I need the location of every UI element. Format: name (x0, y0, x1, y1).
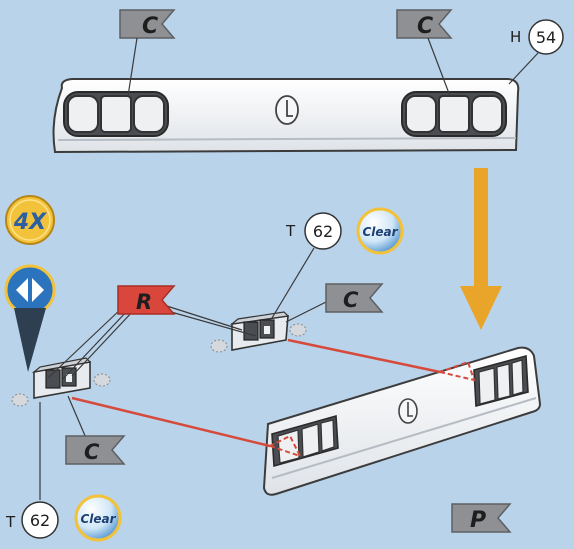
rotate-badge (6, 266, 54, 314)
p-flag: P (452, 504, 510, 533)
callout-letter: T (285, 222, 296, 240)
right-lamp-group (402, 92, 506, 136)
top-light-bar (54, 79, 519, 152)
c-flag-lower: C (66, 396, 124, 464)
callout-t62-lower: T 62 (5, 402, 58, 538)
c-flag-label: C (343, 288, 359, 312)
callout-letter: H (510, 28, 521, 46)
callout-letter: T (5, 513, 16, 531)
center-emblem (399, 399, 417, 423)
p-flag-label: P (470, 508, 486, 533)
center-emblem (276, 96, 298, 124)
c-flag-mid: C (286, 284, 382, 322)
clear-label: Clear (362, 225, 398, 239)
count-label: 4X (13, 210, 47, 235)
callout-h54: H 54 (509, 20, 563, 84)
bottom-light-bar (264, 348, 540, 495)
clear-label: Clear (80, 512, 116, 526)
r-flag-label: R (136, 290, 152, 314)
clear-badge-lower: Clear (76, 496, 120, 540)
clear-badge-upper: Clear (358, 209, 402, 253)
callout-number: 54 (536, 28, 556, 47)
c-flag-label: C (417, 14, 433, 39)
pointer-wedge (14, 308, 46, 372)
count-badge: 4X (6, 196, 54, 244)
c-flag-label: C (84, 440, 100, 464)
callout-number: 62 (30, 511, 50, 530)
c-flag-label: C (142, 14, 158, 39)
callout-number: 62 (313, 222, 333, 241)
left-lamp-group (64, 92, 168, 136)
small-lamp-upper (211, 312, 306, 352)
down-arrow (460, 168, 502, 330)
